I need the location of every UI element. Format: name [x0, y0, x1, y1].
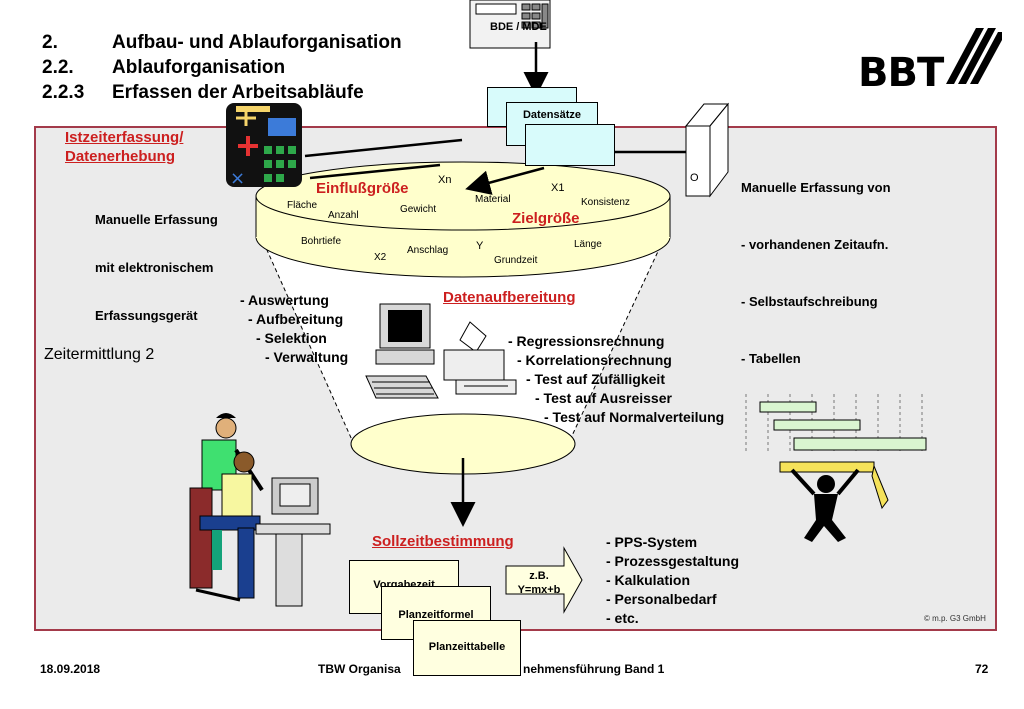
datensaetze-label: Datensätze: [522, 109, 582, 121]
term-anschlag: Anschlag: [407, 245, 449, 256]
calculator-icon: ×: [226, 103, 302, 189]
term-flaeche: Fläche: [287, 200, 318, 211]
term-anzahl: Anzahl: [328, 210, 359, 221]
printer-icon: [443, 321, 517, 395]
people-workstation-icon: [189, 413, 331, 607]
gantt-figure-icon: [745, 394, 927, 542]
card-planzeittabelle: Planzeittabelle: [413, 620, 521, 676]
computer-icon: [365, 303, 439, 399]
term-y: Y: [476, 240, 484, 252]
analysis-item-5: - Test auf Normalverteilung: [544, 409, 725, 425]
disc-top: [255, 161, 671, 231]
sollzeit-title: Sollzeitbestimmung: [372, 533, 514, 550]
use-item-3: - Kalkulation: [606, 572, 691, 588]
analysis-item-4: - Test auf Ausreisser: [535, 390, 672, 406]
bde-label: BDE / MDE: [490, 21, 547, 33]
ist-title-line-2: Datenerhebung: [65, 148, 176, 165]
use-item-2: - Prozessgestaltung: [606, 553, 740, 569]
line-device-to-disc: [309, 163, 441, 180]
analysis-item-2: - Korrelationsrechnung: [517, 352, 672, 368]
term-x2: X2: [374, 252, 387, 263]
ist-title: Istzeiterfassung/ Datenerhebung: [65, 128, 183, 166]
ist-title-line-1: Istzeiterfassung/: [65, 129, 184, 146]
datenaufbereitung-title: Datenaufbereitung: [443, 289, 576, 306]
bde-terminal: BDE / MDE: [468, 0, 552, 50]
einflussgroesse-label: Einflußgröße: [316, 180, 409, 197]
manual-capture-list: Manuelle Erfassung von - vorhandenen Zei…: [741, 180, 891, 366]
aufbereitung-item-4: - Verwaltung: [265, 349, 349, 365]
binder-letter: O: [690, 172, 699, 184]
aufbereitung-item-3: - Selektion: [256, 330, 327, 346]
bbt-logo: BBT: [858, 22, 1003, 96]
slide-heading: 2. Aufbau- und Ablauforganisation 2.2. A…: [42, 32, 402, 103]
use-item-5: - etc.: [606, 610, 639, 626]
datensaetze-card-third: [525, 124, 615, 166]
term-gewicht: Gewicht: [400, 204, 437, 215]
logo-stripes-icon: [946, 28, 1002, 84]
arrow-datensaetze-to-disc: [465, 166, 545, 195]
term-grundzeit: Grundzeit: [494, 255, 538, 266]
line-device-to-datensaetze: [304, 138, 463, 158]
term-laenge: Länge: [574, 239, 602, 250]
analysis-item-1: - Regressionsrechnung: [508, 333, 665, 349]
zielgroesse-label: Zielgröße: [512, 210, 580, 227]
term-x1: X1: [551, 182, 565, 194]
footer-page: 72: [975, 662, 989, 676]
aufbereitung-item-2: - Aufbereitung: [248, 311, 344, 327]
term-konsistenz: Konsistenz: [581, 197, 630, 208]
copyright-note: © m.p. G3 GmbH: [924, 614, 986, 623]
footer-date: 18.09.2018: [40, 662, 101, 676]
zeitermittlung-label: Zeitermittlung 2: [44, 346, 155, 363]
terminal-icon: [469, 0, 551, 49]
term-bohrtiefe: Bohrtiefe: [301, 236, 342, 247]
binder-icon: [684, 102, 730, 198]
term-xn: Xn: [438, 174, 452, 186]
term-material: Material: [475, 194, 511, 205]
svg-text:×: ×: [230, 168, 245, 189]
use-item-4: - Personalbedarf: [606, 591, 717, 607]
ist-description: Manuelle Erfassung mit elektronischem Er…: [95, 212, 218, 323]
analysis-item-3: - Test auf Zufälligkeit: [526, 371, 665, 387]
formula-text: z.B. Y=mx+b: [517, 570, 561, 596]
logo-text: BBT: [858, 50, 944, 96]
formula-arrow-shape: [505, 546, 583, 614]
use-item-1: - PPS-System: [606, 534, 698, 550]
footer-title: TBW Organisa: [318, 662, 401, 676]
footer-title-rest: nehmensführung Band 1: [523, 662, 665, 676]
aufbereitung-item-1: - Auswertung: [240, 292, 329, 308]
